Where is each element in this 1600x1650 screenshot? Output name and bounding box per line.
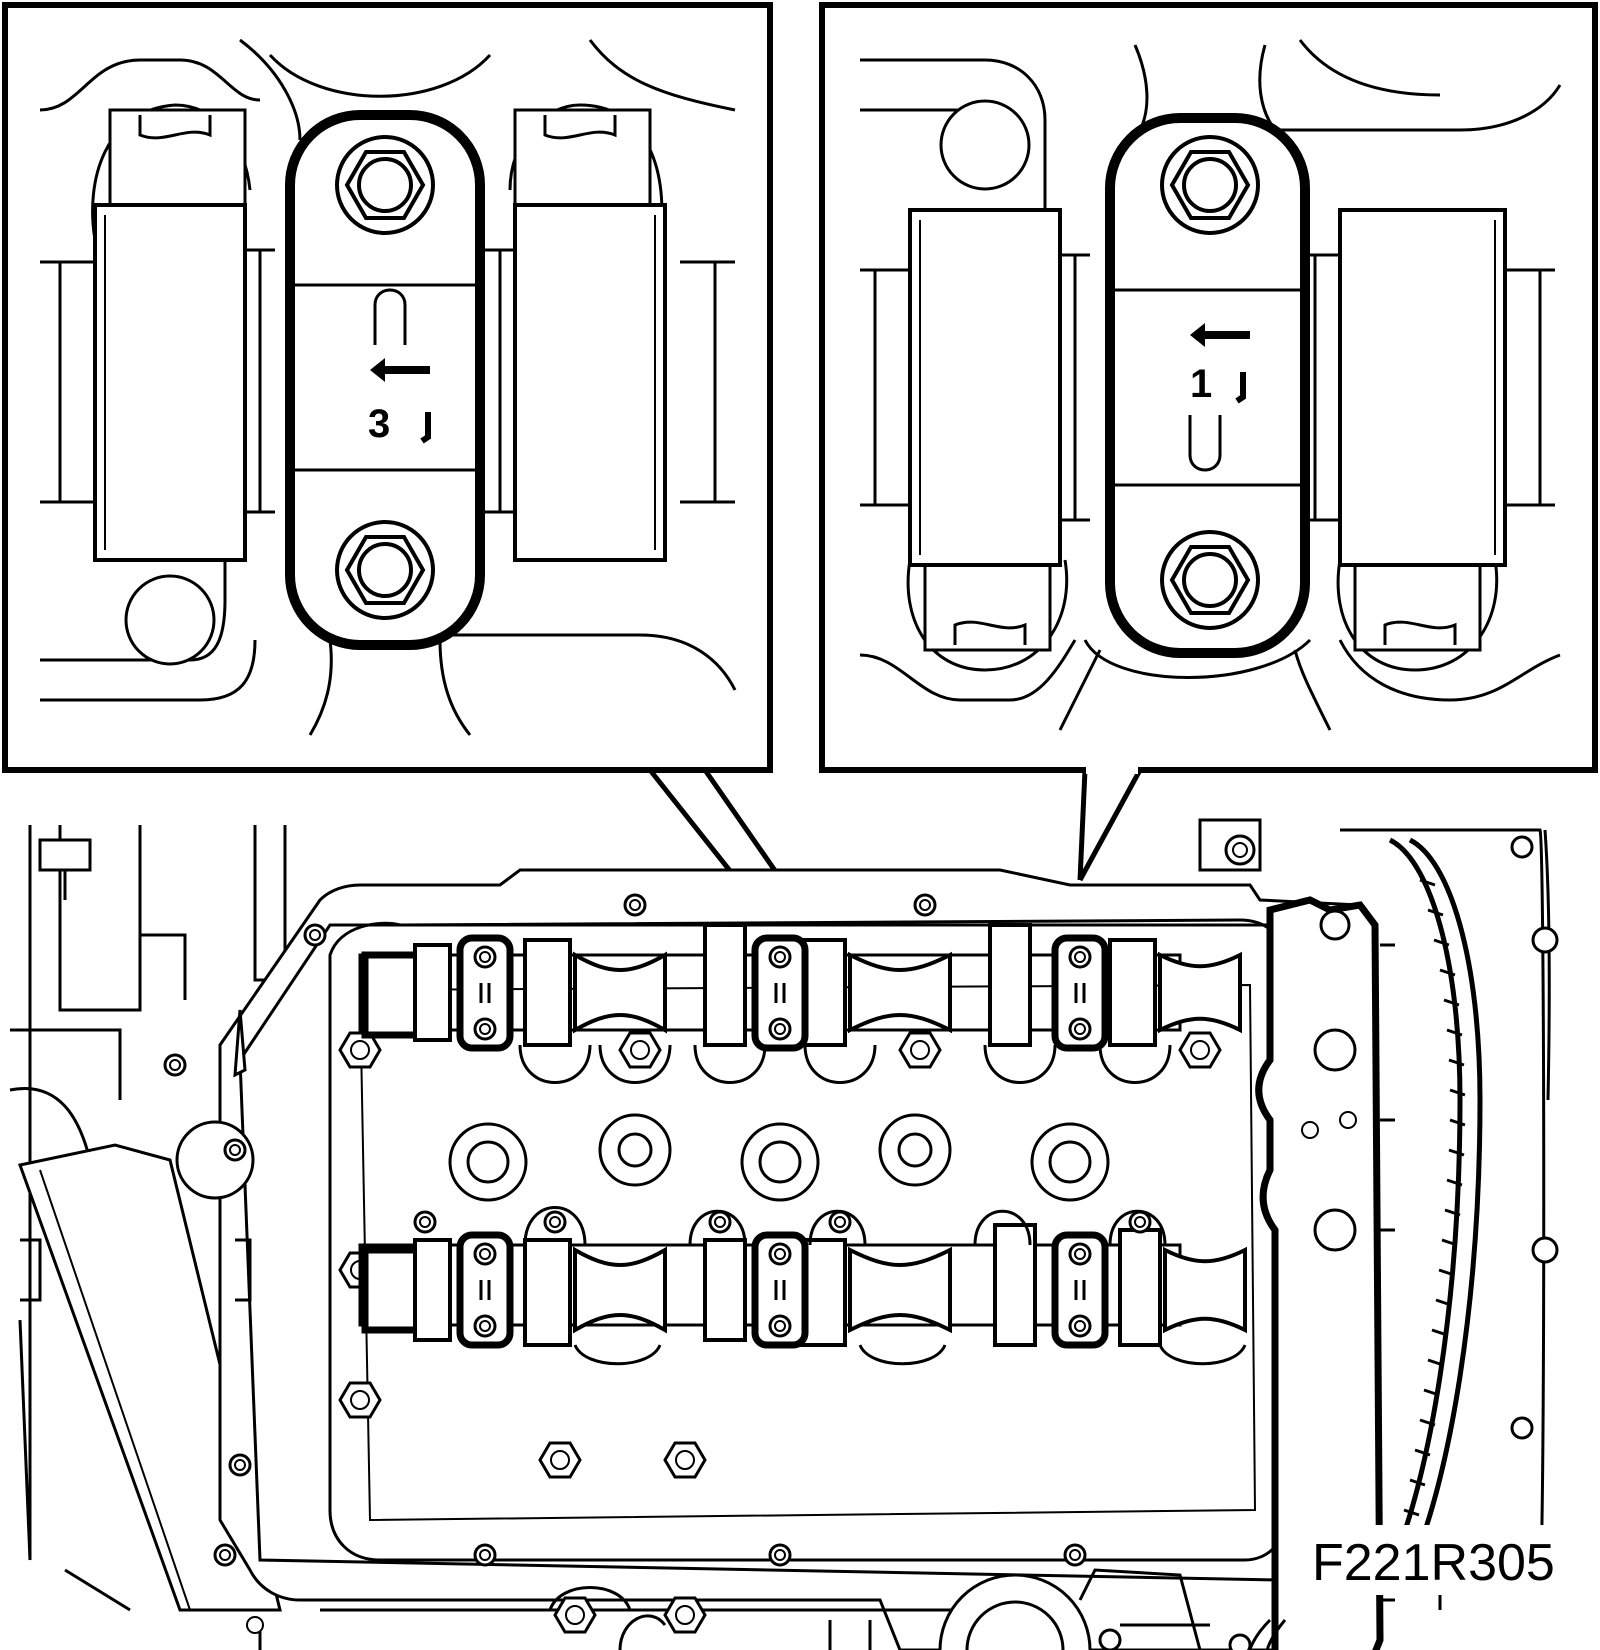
cylinder-head-overview xyxy=(9,818,1559,1650)
camshaft-exhaust xyxy=(358,923,1242,1084)
camshaft-intake xyxy=(358,1206,1247,1366)
callout-panel-right: 1 xyxy=(819,2,1598,773)
cap-number-right: 1 xyxy=(1190,362,1212,406)
timing-housing xyxy=(1255,896,1395,1650)
callout-pointer-right xyxy=(1077,766,1143,882)
figure-code: F221R305 xyxy=(1312,1534,1555,1592)
cap-number-left: 3 xyxy=(368,402,390,446)
callout-panel-left: 3 xyxy=(2,2,773,773)
